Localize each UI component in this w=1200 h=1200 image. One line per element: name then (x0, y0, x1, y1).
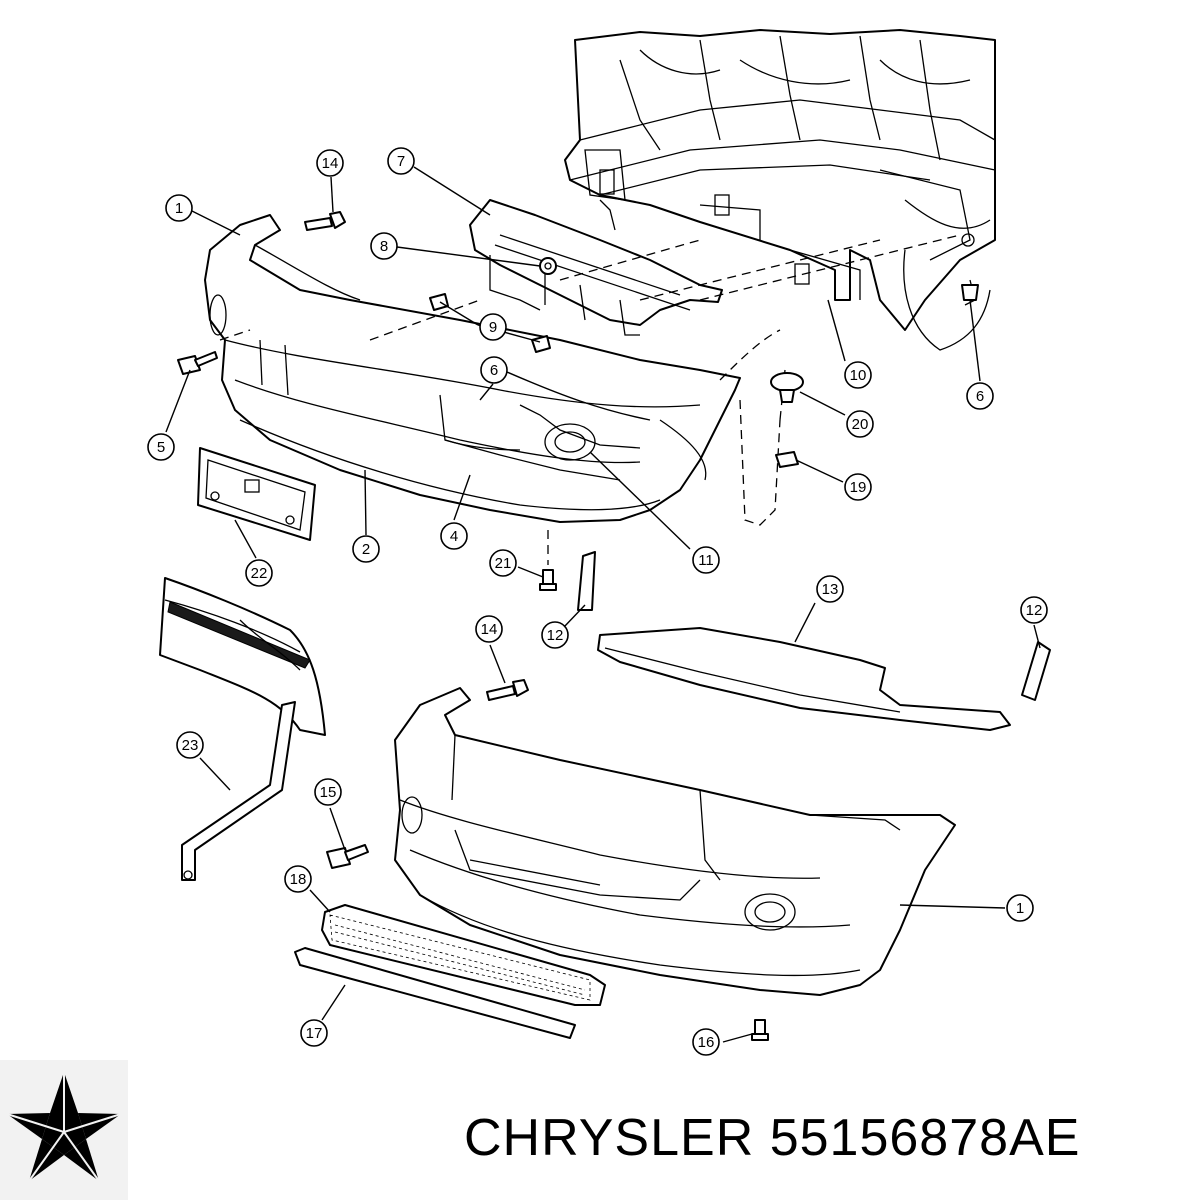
fasteners-middle (326, 551, 1051, 1041)
callout-17: 17 (300, 1019, 328, 1047)
svg-text:5: 5 (157, 439, 165, 456)
license-plate-bracket (197, 447, 316, 541)
callout-22: 22 (245, 559, 273, 587)
svg-text:14: 14 (481, 621, 498, 638)
svg-text:20: 20 (852, 416, 869, 433)
callout-11: 11 (692, 546, 720, 574)
svg-text:14: 14 (322, 155, 339, 172)
callout-12-mid: 12 (541, 621, 569, 649)
callout-5: 5 (147, 433, 175, 461)
svg-text:22: 22 (251, 565, 268, 582)
lower-bumper-fascia (394, 687, 956, 996)
svg-text:4: 4 (450, 528, 458, 545)
callout-6-right: 6 (966, 382, 994, 410)
svg-text:21: 21 (495, 555, 512, 572)
svg-text:11: 11 (698, 552, 714, 569)
callout-1-bottom: 1 (1006, 894, 1034, 922)
mesh-grille (321, 904, 606, 1006)
svg-text:6: 6 (976, 388, 984, 405)
brand-name: CHRYSLER (464, 1109, 755, 1167)
svg-text:2: 2 (362, 541, 370, 558)
svg-text:8: 8 (380, 238, 388, 255)
callout-19: 19 (844, 473, 872, 501)
callout-8: 8 (370, 232, 398, 260)
svg-text:1: 1 (1016, 900, 1024, 917)
callout-15: 15 (314, 778, 342, 806)
callout-7: 7 (387, 147, 415, 175)
callout-16: 16 (692, 1028, 720, 1056)
vehicle-frame (564, 29, 996, 351)
lower-trim-strip (294, 947, 576, 1039)
callout-14-bottom: 14 (475, 615, 503, 643)
upper-bumper-assembly (204, 199, 961, 565)
callout-10: 10 (844, 361, 872, 389)
callout-6-mid: 6 (480, 356, 508, 384)
svg-text:6: 6 (490, 362, 498, 379)
callout-2: 2 (352, 535, 380, 563)
callout-13: 13 (816, 575, 844, 603)
callout-23: 23 (176, 731, 204, 759)
svg-text:19: 19 (850, 479, 867, 496)
callout-18: 18 (284, 865, 312, 893)
svg-text:12: 12 (547, 627, 564, 644)
callout-12-right: 12 (1020, 596, 1048, 624)
fasteners-top (177, 211, 979, 591)
lower-left-fascia (159, 577, 326, 881)
svg-text:10: 10 (850, 367, 867, 384)
callout-9: 9 (479, 313, 507, 341)
part-number: 55156878AE (769, 1109, 1081, 1167)
svg-text:17: 17 (306, 1025, 323, 1042)
svg-text:18: 18 (290, 871, 307, 888)
callout-21: 21 (489, 549, 517, 577)
svg-text:1: 1 (175, 200, 183, 217)
svg-text:15: 15 (320, 784, 337, 801)
callout-20: 20 (846, 410, 874, 438)
svg-text:23: 23 (182, 737, 199, 754)
part-caption: CHRYSLER 55156878AE (464, 1108, 1080, 1168)
callout-14-top: 14 (316, 149, 344, 177)
svg-text:7: 7 (397, 153, 405, 170)
callout-4: 4 (440, 522, 468, 550)
lower-valance (597, 627, 1011, 731)
svg-text:9: 9 (489, 319, 497, 336)
callout-1-top: 1 (165, 194, 193, 222)
svg-text:16: 16 (698, 1034, 715, 1051)
svg-text:12: 12 (1026, 602, 1043, 619)
svg-text:13: 13 (822, 581, 839, 598)
chrysler-pentastar-logo (0, 1060, 128, 1200)
